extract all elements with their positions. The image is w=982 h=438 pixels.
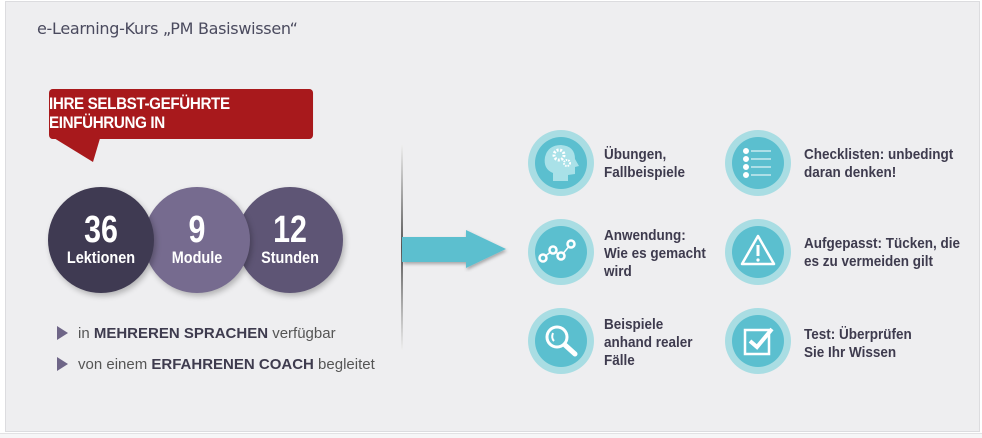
warning-icon: [725, 219, 791, 285]
checklist-icon: [725, 130, 791, 196]
arrow-right-icon: [402, 230, 506, 268]
magnifier-icon: [528, 308, 594, 374]
bottom-divider: [0, 433, 982, 438]
banner-tail: [49, 135, 101, 162]
checkbox-icon: [725, 308, 791, 374]
triangle-bullet-icon: [57, 326, 68, 340]
feature-exercises: Übungen,Fallbeispiele: [604, 146, 686, 181]
triangle-bullet-icon: [57, 357, 68, 371]
page-title: e-Learning-Kurs „PM Basiswissen“: [37, 19, 298, 38]
head-gears-icon: [528, 130, 594, 196]
intro-banner: IHRE SELBST-GEFÜHRTE EINFÜHRUNG IN: [49, 89, 314, 139]
bullet-languages: in MEHREREN SPRACHEN verfügbar: [57, 325, 336, 342]
line-chart-icon: [528, 219, 594, 285]
bullet-coach: von einem ERFAHRENEN COACH begleitet: [57, 356, 375, 373]
